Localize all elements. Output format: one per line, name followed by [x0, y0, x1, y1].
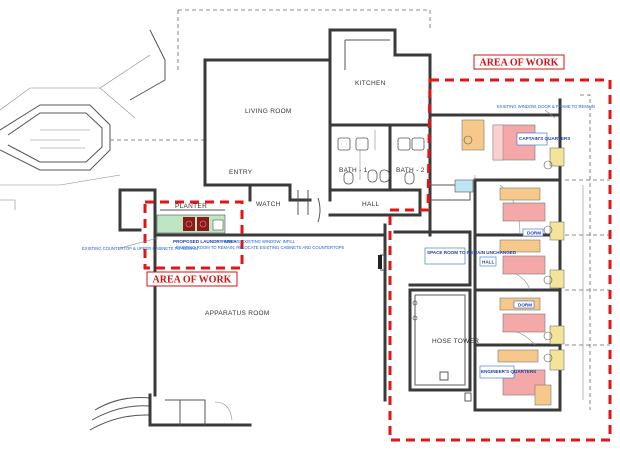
bath-fixtures	[297, 130, 425, 223]
remove-window-text: REMOVE EXISTING WINDOW; INFILL	[222, 239, 296, 244]
callout-space-room: SPACE ROOM TO REMAIN UNCHANGED	[424, 247, 517, 265]
laundry-area-text: PROPOSED LAUNDRY AREA	[173, 239, 237, 244]
callout-laundry: PROPOSED LAUNDRY AREA EXISTING ROOM TO R…	[173, 239, 345, 250]
label-planter: PLANTER	[175, 203, 207, 210]
callout-dorm-2: DORM	[513, 300, 535, 309]
laundry-note-text: EXISTING ROOM TO REMAIN; RELOCATE EXISTI…	[176, 245, 345, 250]
work-area-right	[388, 78, 612, 442]
label-hose-tower: HOSE TOWER	[432, 338, 479, 345]
area-of-work-text-right: AREA OF WORK	[480, 58, 559, 69]
building-walls	[89, 28, 432, 431]
label-entry: ENTRY	[229, 169, 253, 176]
area-of-work-label-left: AREA OF WORK	[146, 271, 238, 287]
entry-canopy	[0, 29, 205, 210]
area-of-work-label-right: AREA OF WORK	[473, 54, 565, 70]
label-kitchen: KITCHEN	[355, 80, 386, 87]
callout-hall-small: HALL	[479, 256, 497, 267]
label-bath-2: BATH - 2	[396, 167, 425, 174]
space-room-text: SPACE ROOM TO REMAIN UNCHANGED	[427, 250, 517, 255]
label-living-room: LIVING ROOM	[245, 108, 292, 115]
engineers-quarters-text: ENGINEER'S QUARTERS	[481, 369, 536, 374]
captains-furniture	[461, 119, 565, 170]
area-of-work-text-left: AREA OF WORK	[153, 275, 232, 286]
callout-engineers: ENGINEER'S QUARTERS	[479, 365, 536, 379]
property-outline	[177, 9, 591, 410]
label-apparatus-room: APPARATUS ROOM	[205, 310, 270, 317]
work-area-left	[143, 200, 244, 270]
label-hall: HALL	[362, 201, 380, 208]
dorm-2-text: DORM	[518, 303, 532, 308]
label-bath-1: BATH - 1	[339, 167, 368, 174]
label-watch: WATCH	[256, 201, 281, 208]
left-note-text: EXISTING COUNTERTOP & UPPER CABINETS TO …	[82, 246, 198, 251]
captains-quarters-text: CAPTAIN'S QUARTERS	[519, 136, 570, 141]
hall-small-text: HALL	[482, 260, 494, 265]
right-top-note-text: EXISTING WINDOW, DOOR & FRAME TO REMAIN	[497, 104, 595, 109]
laundry-area	[156, 209, 226, 234]
dorm-furniture	[497, 187, 565, 406]
callout-captains: CAPTAIN'S QUARTERS	[516, 132, 570, 146]
callout-dorm-1: DORM	[522, 228, 544, 237]
dorm-1-text: DORM	[527, 231, 541, 236]
